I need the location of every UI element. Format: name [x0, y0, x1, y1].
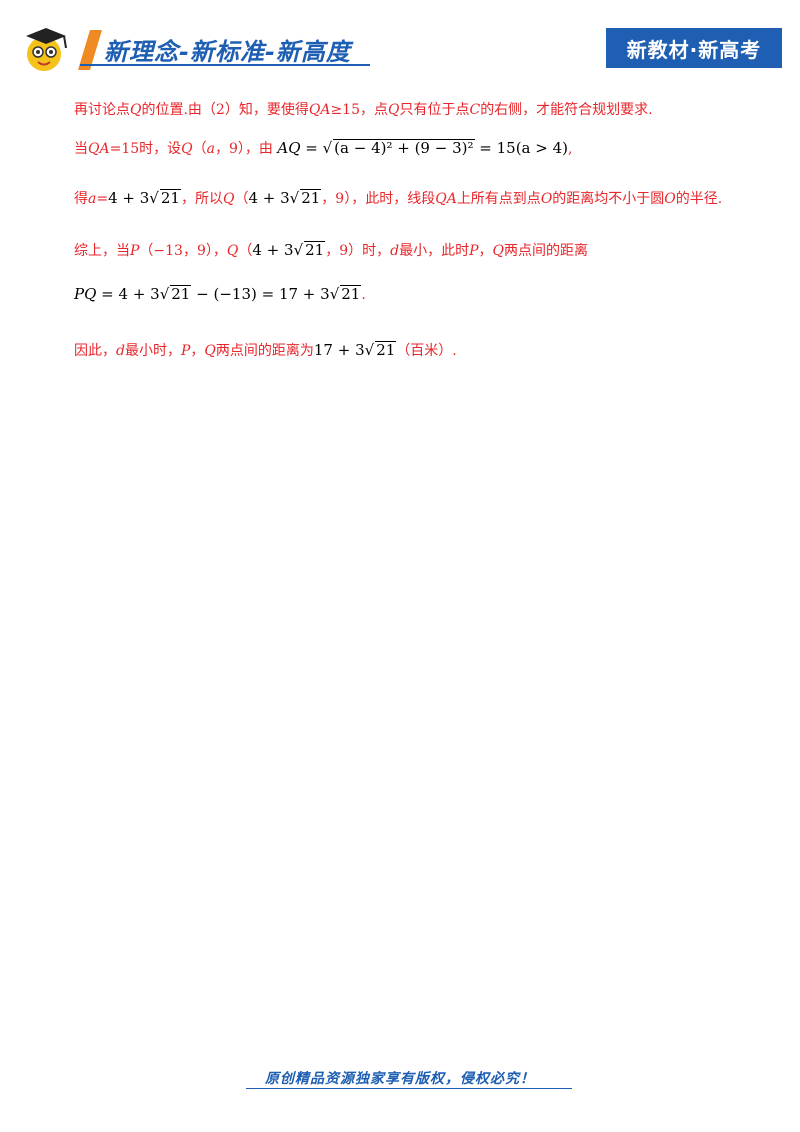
header-slash-icon [78, 30, 102, 70]
expr-min-distance: 17 + 3√21 [313, 341, 397, 359]
solution-line-2: 当QA=15时，设Q（a，9），由 AQ = √(a − 4)² + (9 − … [74, 139, 573, 157]
solution-line-5: PQ = 4 + 3√21 − (−13) = 17 + 3√21. [74, 285, 366, 303]
expr-q-x: 4 + 3√21 [248, 189, 322, 207]
solution-line-6: 因此，d最小时，P，Q两点间的距离为17 + 3√21（百米）. [74, 341, 457, 359]
solution-line-3: 得a=4 + 3√21，所以Q（4 + 3√21，9），此时，线段QA上所有点到… [74, 189, 723, 207]
footer-copyright: 原创精品资源独家享有版权，侵权必究！ [265, 1071, 535, 1087]
header-badge: 新教材·新高考 [606, 28, 782, 68]
footer-underline [246, 1088, 572, 1089]
expr-a-value: 4 + 3√21 [108, 189, 181, 207]
solution-line-1: 再讨论点Q的位置.由（2）知，要使得QA≥15，点Q只有位于点C的右侧，才能符合… [74, 102, 653, 118]
header-brand: 新理念-新标准-新高度 [20, 24, 370, 74]
equation-pq: PQ = 4 + 3√21 − (−13) = 17 + 3√21 [74, 285, 362, 303]
header-underline [80, 64, 370, 66]
equation-aq: AQ = √(a − 4)² + (9 − 3)² = 15(a > 4) [277, 139, 568, 157]
expr-q-x-2: 4 + 3√21 [252, 241, 326, 259]
solution-line-4: 综上，当P（−13，9），Q（4 + 3√21，9）时，d最小，此时P，Q两点间… [74, 241, 589, 259]
student-mascot-logo-icon [26, 28, 67, 71]
header-slogan: 新理念-新标准-新高度 [104, 38, 351, 66]
